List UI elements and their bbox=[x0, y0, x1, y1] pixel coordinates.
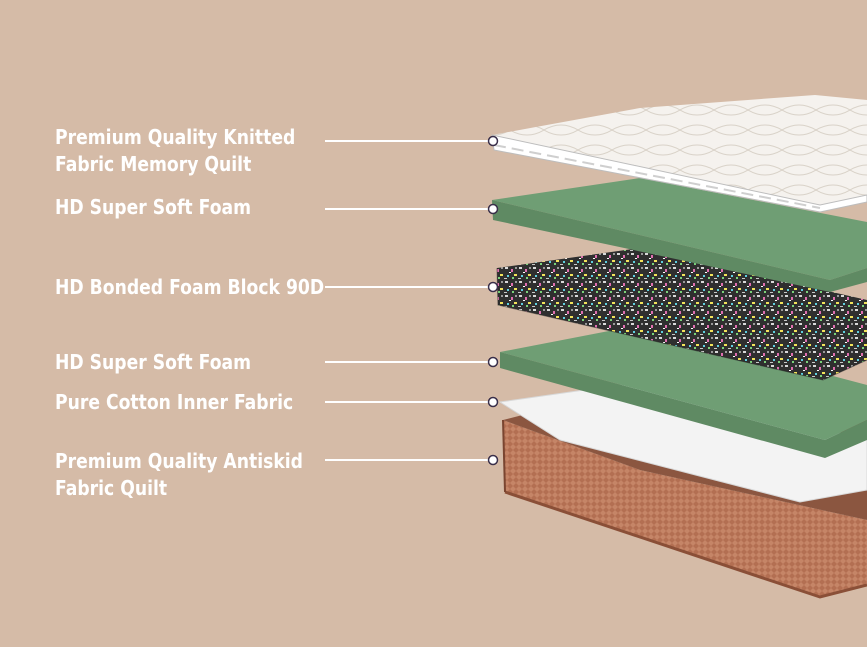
dot-cotton-fabric bbox=[487, 396, 499, 408]
label-bonded-foam: HD Bonded Foam Block 90D bbox=[55, 274, 324, 301]
dot-bonded-foam bbox=[487, 281, 499, 293]
dot-antiskid-quilt bbox=[487, 454, 499, 466]
dot-soft-foam-top bbox=[487, 203, 499, 215]
label-antiskid-quilt-line1: Premium Quality Antiskid bbox=[55, 449, 303, 473]
label-bonded-foam-text: HD Bonded Foam Block 90D bbox=[55, 275, 325, 299]
label-soft-foam-top-text: HD Super Soft Foam bbox=[55, 195, 252, 219]
label-cotton-fabric: Pure Cotton Inner Fabric bbox=[55, 389, 293, 416]
label-antiskid-quilt-line2: Fabric Quilt bbox=[55, 476, 168, 500]
label-soft-foam-top: HD Super Soft Foam bbox=[55, 194, 251, 221]
memory-quilt-layer bbox=[491, 95, 867, 213]
label-memory-quilt: Premium Quality Knitted Fabric Memory Qu… bbox=[55, 124, 295, 178]
dot-memory-quilt bbox=[487, 135, 499, 147]
soft-foam-top-layer bbox=[492, 178, 867, 292]
label-memory-quilt-line1: Premium Quality Knitted bbox=[55, 125, 296, 149]
label-antiskid-quilt: Premium Quality Antiskid Fabric Quilt bbox=[55, 448, 303, 502]
label-cotton-fabric-text: Pure Cotton Inner Fabric bbox=[55, 390, 294, 414]
leader-dots bbox=[487, 135, 499, 466]
soft-foam-bottom-layer bbox=[500, 325, 867, 458]
label-soft-foam-bottom: HD Super Soft Foam bbox=[55, 349, 251, 376]
leader-lines bbox=[325, 140, 488, 461]
label-soft-foam-bottom-text: HD Super Soft Foam bbox=[55, 350, 252, 374]
dot-soft-foam-bottom bbox=[487, 356, 499, 368]
label-memory-quilt-line2: Fabric Memory Quilt bbox=[55, 152, 252, 176]
